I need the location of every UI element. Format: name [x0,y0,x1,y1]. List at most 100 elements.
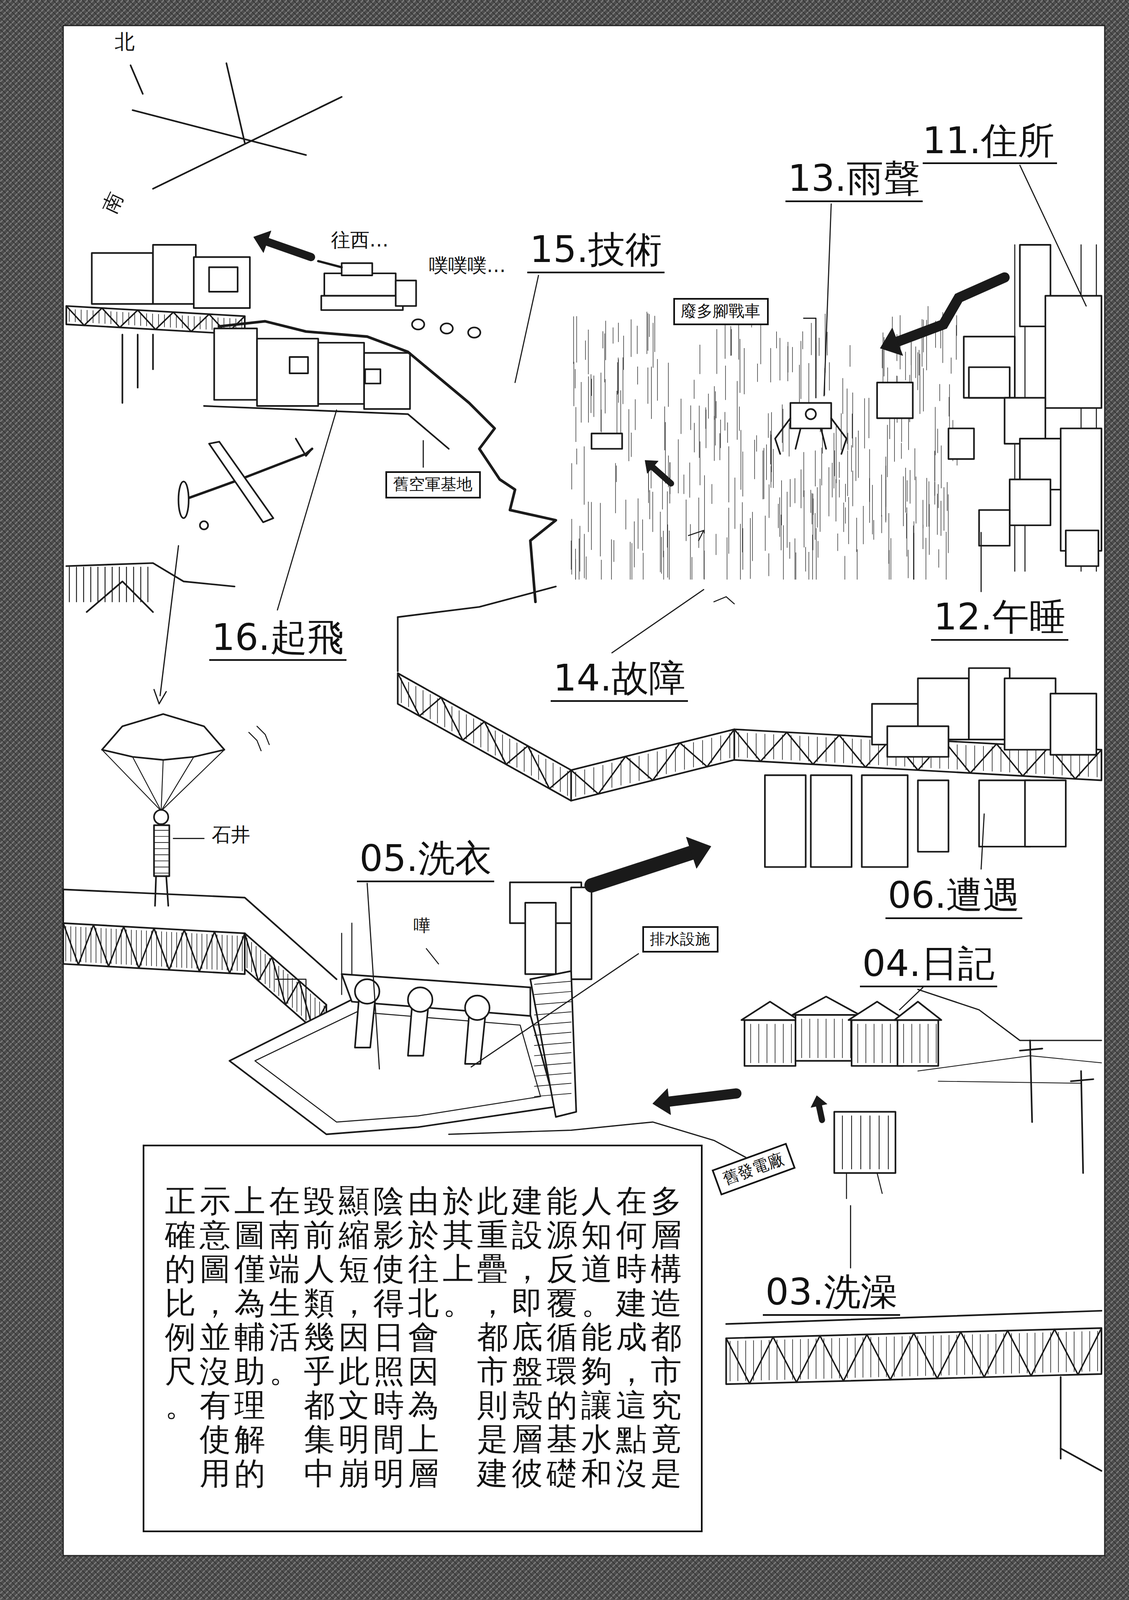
map-label: 南 [97,186,128,219]
drain-basin [254,1011,541,1122]
text-char: 時 [371,1388,406,1422]
rain-line [776,331,777,349]
platform-hatch [161,931,162,967]
text-char: 因 [405,1354,441,1389]
rain-line [649,490,650,519]
platform-hatch [70,926,71,962]
platform-hatch [1058,1331,1059,1372]
flight-path [153,689,167,704]
map-label: 噗噗噗… [426,254,509,277]
text-char: 端 [267,1251,303,1286]
rain-line [725,365,726,400]
sign [591,433,623,450]
rain-line [665,422,666,484]
platform-hatch [116,311,118,324]
rain-line [585,556,587,580]
building [877,382,913,419]
platform-hatch [1097,1331,1098,1371]
utility-pole [1030,1040,1033,1122]
map-label: 北 [112,30,138,53]
rain-line [882,349,883,368]
platform-hatch [702,740,703,765]
roof [86,581,153,612]
platform-truss [571,729,735,801]
text-char: 是 [475,1421,511,1456]
text-char: 例 [163,1319,198,1354]
platform-hatch [738,732,739,757]
platform-hatch [196,933,198,969]
place-box: 廢多腳戰車 [673,297,769,326]
platform-hatch [620,760,621,786]
platform-hatch [260,950,261,981]
platform-hatch [917,1336,918,1376]
support-post [152,334,154,370]
platform-hatch [176,932,178,968]
platform-hatch [1034,1332,1036,1373]
walker-tank [790,402,832,429]
platform-hatch [516,742,518,768]
text-char: 為 [232,1285,268,1320]
text-char: 意 [197,1217,233,1252]
text-char: 上 [440,1251,476,1286]
platform-hatch [980,1334,981,1374]
rain-line [802,331,804,349]
rain-line [651,366,652,419]
rain-line [818,338,820,356]
chapter-label: 04.日記 [859,943,998,988]
rain-line [803,490,805,547]
text-char: 此 [475,1183,511,1218]
text-char: 會 [405,1319,441,1354]
rain-line [779,497,781,537]
rain-line [646,311,647,354]
fence [90,567,92,602]
person [154,866,169,868]
text-char: 。 [440,1285,476,1320]
rain-line [669,462,670,494]
window [365,369,381,384]
rain-line [752,512,753,561]
platform-hatch [693,742,694,767]
rain-line [571,463,573,490]
leader-line [422,440,424,467]
platform-hatch [444,702,445,727]
drain-pipe [407,987,433,1012]
rain-line [788,423,790,457]
platform-hatch [831,1338,832,1378]
rain-line [813,498,814,515]
platform-hatch [1026,1332,1028,1373]
rain-line [642,519,643,551]
rain-line [811,493,813,524]
rain-line [611,539,612,580]
house-roof [792,996,860,1015]
platform-hatch [745,1340,746,1381]
rain-line [571,518,573,575]
text-char: 水 [579,1421,615,1456]
platform-truss [397,673,572,801]
house [782,1023,784,1063]
rain-line [573,316,574,364]
rain-line [938,549,940,568]
rain-line [593,375,595,417]
platform-hatch [1089,1331,1090,1371]
rain-line [934,407,936,455]
platform-hatch [940,1335,942,1376]
platform-hatch [862,1337,864,1378]
rain-line [749,518,751,579]
rain-line [633,521,635,568]
platform-hatch [1050,1332,1051,1373]
rain-line [815,528,817,580]
text-char: 盤 [510,1354,545,1389]
platform-hatch [782,734,783,760]
platform-hatch [602,764,603,790]
platform-hatch [104,311,106,324]
platform-hatch [869,739,870,765]
platform-hatch [146,930,147,966]
platform-hatch [158,314,159,327]
rain-line [828,467,829,517]
rain-line [787,346,788,382]
fence [133,567,134,602]
drain-pipe [407,1005,429,1056]
platform-hatch [593,767,594,792]
rain-line [881,515,882,533]
rain-line [657,359,658,401]
